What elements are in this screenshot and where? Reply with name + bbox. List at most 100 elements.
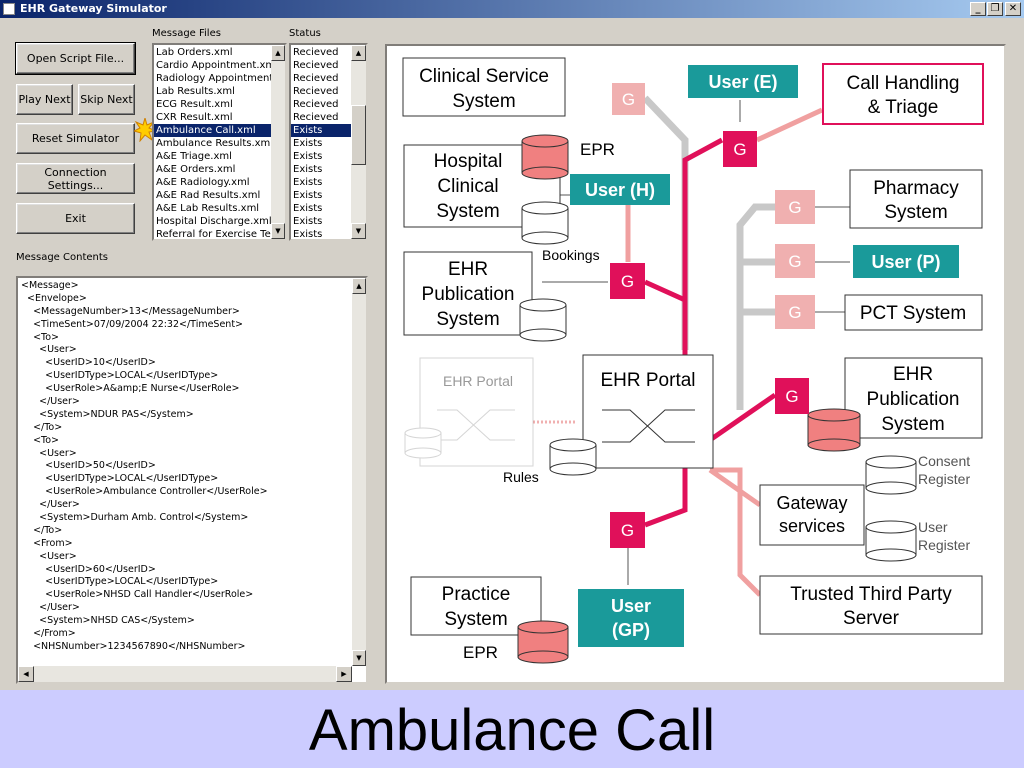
message-line: <Message> [21, 280, 79, 291]
consent-register-cylinder [865, 455, 917, 495]
pct-system-box [844, 294, 983, 331]
scroll-up-icon[interactable]: ▲ [351, 45, 366, 61]
status-list-item[interactable]: Exists [293, 190, 323, 201]
scroll-up-icon[interactable]: ▲ [271, 45, 285, 61]
scroll-right-icon[interactable]: ▶ [336, 666, 352, 682]
message-line: <UserID>60</UserID> [21, 563, 156, 575]
gateway-node [723, 131, 757, 167]
files-scrollbar[interactable]: ▲ ▼ [271, 45, 285, 239]
file-list-item[interactable]: Lab Results.xml [156, 86, 235, 97]
message-line: </User> [21, 602, 80, 614]
gateway-label: G [788, 198, 801, 217]
gateway-node [775, 244, 815, 278]
message-line: <UserRole>Ambulance Controller</UserRole… [21, 486, 268, 498]
status-list-item[interactable]: Recieved [293, 47, 339, 58]
message-vscrollbar[interactable]: ▲ ▼ [352, 278, 366, 666]
ehr-pub-left-line2: Publication [422, 284, 515, 305]
ehr-pub-right-line3: System [881, 414, 944, 435]
status-list-item[interactable]: Recieved [293, 112, 339, 123]
message-line: <TimeSent>07/09/2004 22:32</TimeSent> [21, 318, 244, 330]
epr-label: EPR [580, 140, 615, 159]
gateway-label: G [788, 303, 801, 322]
file-list-item[interactable]: A&E Radiology.xml [156, 177, 250, 188]
status-list-item[interactable]: Exists [291, 124, 353, 137]
file-list-item[interactable]: Referral for Exercise Tes [156, 229, 276, 240]
gateway-label: G [621, 521, 634, 540]
gateway-services-line1: Gateway [776, 493, 847, 513]
status-list-item[interactable]: Exists [293, 229, 323, 240]
architecture-diagram: Clinical Service System User (E) Call Ha… [385, 44, 1006, 684]
user-p-badge [853, 245, 959, 278]
portal-switch-icon [602, 409, 695, 443]
status-list-item[interactable]: Exists [293, 203, 323, 214]
file-list-item[interactable]: Ambulance Results.xml [156, 138, 274, 149]
file-list-item[interactable]: Ambulance Call.xml [154, 124, 274, 137]
practice-line2: System [444, 609, 507, 630]
play-next-button[interactable]: Play Next [16, 84, 73, 115]
slide-title: Ambulance Call [308, 698, 716, 763]
status-list-item[interactable]: Exists [293, 216, 323, 227]
message-line: <To> [21, 434, 59, 446]
clinical-service-line2: System [452, 91, 515, 112]
file-list-item[interactable]: Lab Orders.xml [156, 47, 233, 58]
status-list-item[interactable]: Exists [293, 138, 323, 149]
scroll-thumb[interactable] [351, 105, 366, 165]
gateway-services-line2: services [779, 516, 845, 536]
file-list-item[interactable]: A&E Lab Results.xml [156, 203, 260, 214]
status-list-item[interactable]: Recieved [293, 99, 339, 110]
open-script-button[interactable]: Open Script File... [15, 42, 136, 75]
status-list-item[interactable]: Exists [293, 177, 323, 188]
rules-label: Rules [503, 469, 539, 485]
file-list-item[interactable]: ECG Result.xml [156, 99, 233, 110]
file-list-item[interactable]: A&E Triage.xml [156, 151, 232, 162]
message-line: <UserRole>NHSD Call Handler</UserRole> [21, 589, 254, 601]
gateway-node [775, 190, 815, 224]
exit-button[interactable]: Exit [16, 203, 135, 234]
bookings-cylinder [521, 201, 569, 245]
file-list-item[interactable]: A&E Orders.xml [156, 164, 236, 175]
message-line: </To> [21, 524, 63, 536]
connection-settings-button[interactable]: Connection Settings... [16, 163, 135, 194]
scroll-down-icon[interactable]: ▼ [271, 223, 285, 239]
call-handling-box [822, 63, 984, 125]
reset-simulator-button[interactable]: Reset Simulator [16, 123, 135, 154]
skip-next-button[interactable]: Skip Next [78, 84, 135, 115]
status-list-item[interactable]: Exists [293, 164, 323, 175]
close-button[interactable]: ✕ [1005, 2, 1021, 16]
status-label: Status [289, 28, 321, 39]
ehr-pub-right-line1: EHR [893, 364, 933, 385]
status-list-item[interactable]: Recieved [293, 73, 339, 84]
message-files-label: Message Files [152, 28, 221, 39]
ehr-portal-ghost [404, 357, 534, 467]
trusted-third-party-box [759, 575, 983, 635]
file-list-item[interactable]: Cardio Appointment.xml [156, 60, 278, 71]
message-hscrollbar[interactable]: ◀ ▶ [18, 666, 352, 682]
ehr-pub-left-line3: System [436, 309, 499, 330]
status-list-item[interactable]: Recieved [293, 86, 339, 97]
file-list-item[interactable]: Radiology Appointment.x [156, 73, 283, 84]
pharmacy-line2: System [884, 202, 947, 223]
scroll-up-icon[interactable]: ▲ [352, 278, 366, 294]
file-list-item[interactable]: Hospital Discharge.xml [156, 216, 272, 227]
scroll-left-icon[interactable]: ◀ [18, 666, 34, 682]
file-list-item[interactable]: A&E Rad Results.xml [156, 190, 261, 201]
status-scrollbar[interactable]: ▲ ▼ [351, 45, 366, 239]
message-contents-textbox[interactable]: <Message> <Envelope> <MessageNumber>13</… [16, 276, 368, 684]
scroll-down-icon[interactable]: ▼ [351, 223, 366, 239]
restore-button[interactable]: ❐ [987, 2, 1003, 16]
message-line: <User> [21, 344, 77, 356]
status-list-item[interactable]: Recieved [293, 60, 339, 71]
app-icon[interactable] [3, 3, 15, 15]
ehr-pub-left-line1: EHR [448, 259, 488, 280]
user-e-badge [688, 65, 798, 98]
minimize-button[interactable]: _ [970, 2, 986, 16]
gateway-node [610, 263, 645, 299]
gateway-label: G [621, 272, 634, 291]
file-list-item[interactable]: CXR Result.xml [156, 112, 233, 123]
epr-cylinder [521, 134, 569, 180]
user-gp-line1: User [611, 596, 651, 616]
scroll-down-icon[interactable]: ▼ [352, 650, 366, 666]
status-list-item[interactable]: Exists [293, 151, 323, 162]
